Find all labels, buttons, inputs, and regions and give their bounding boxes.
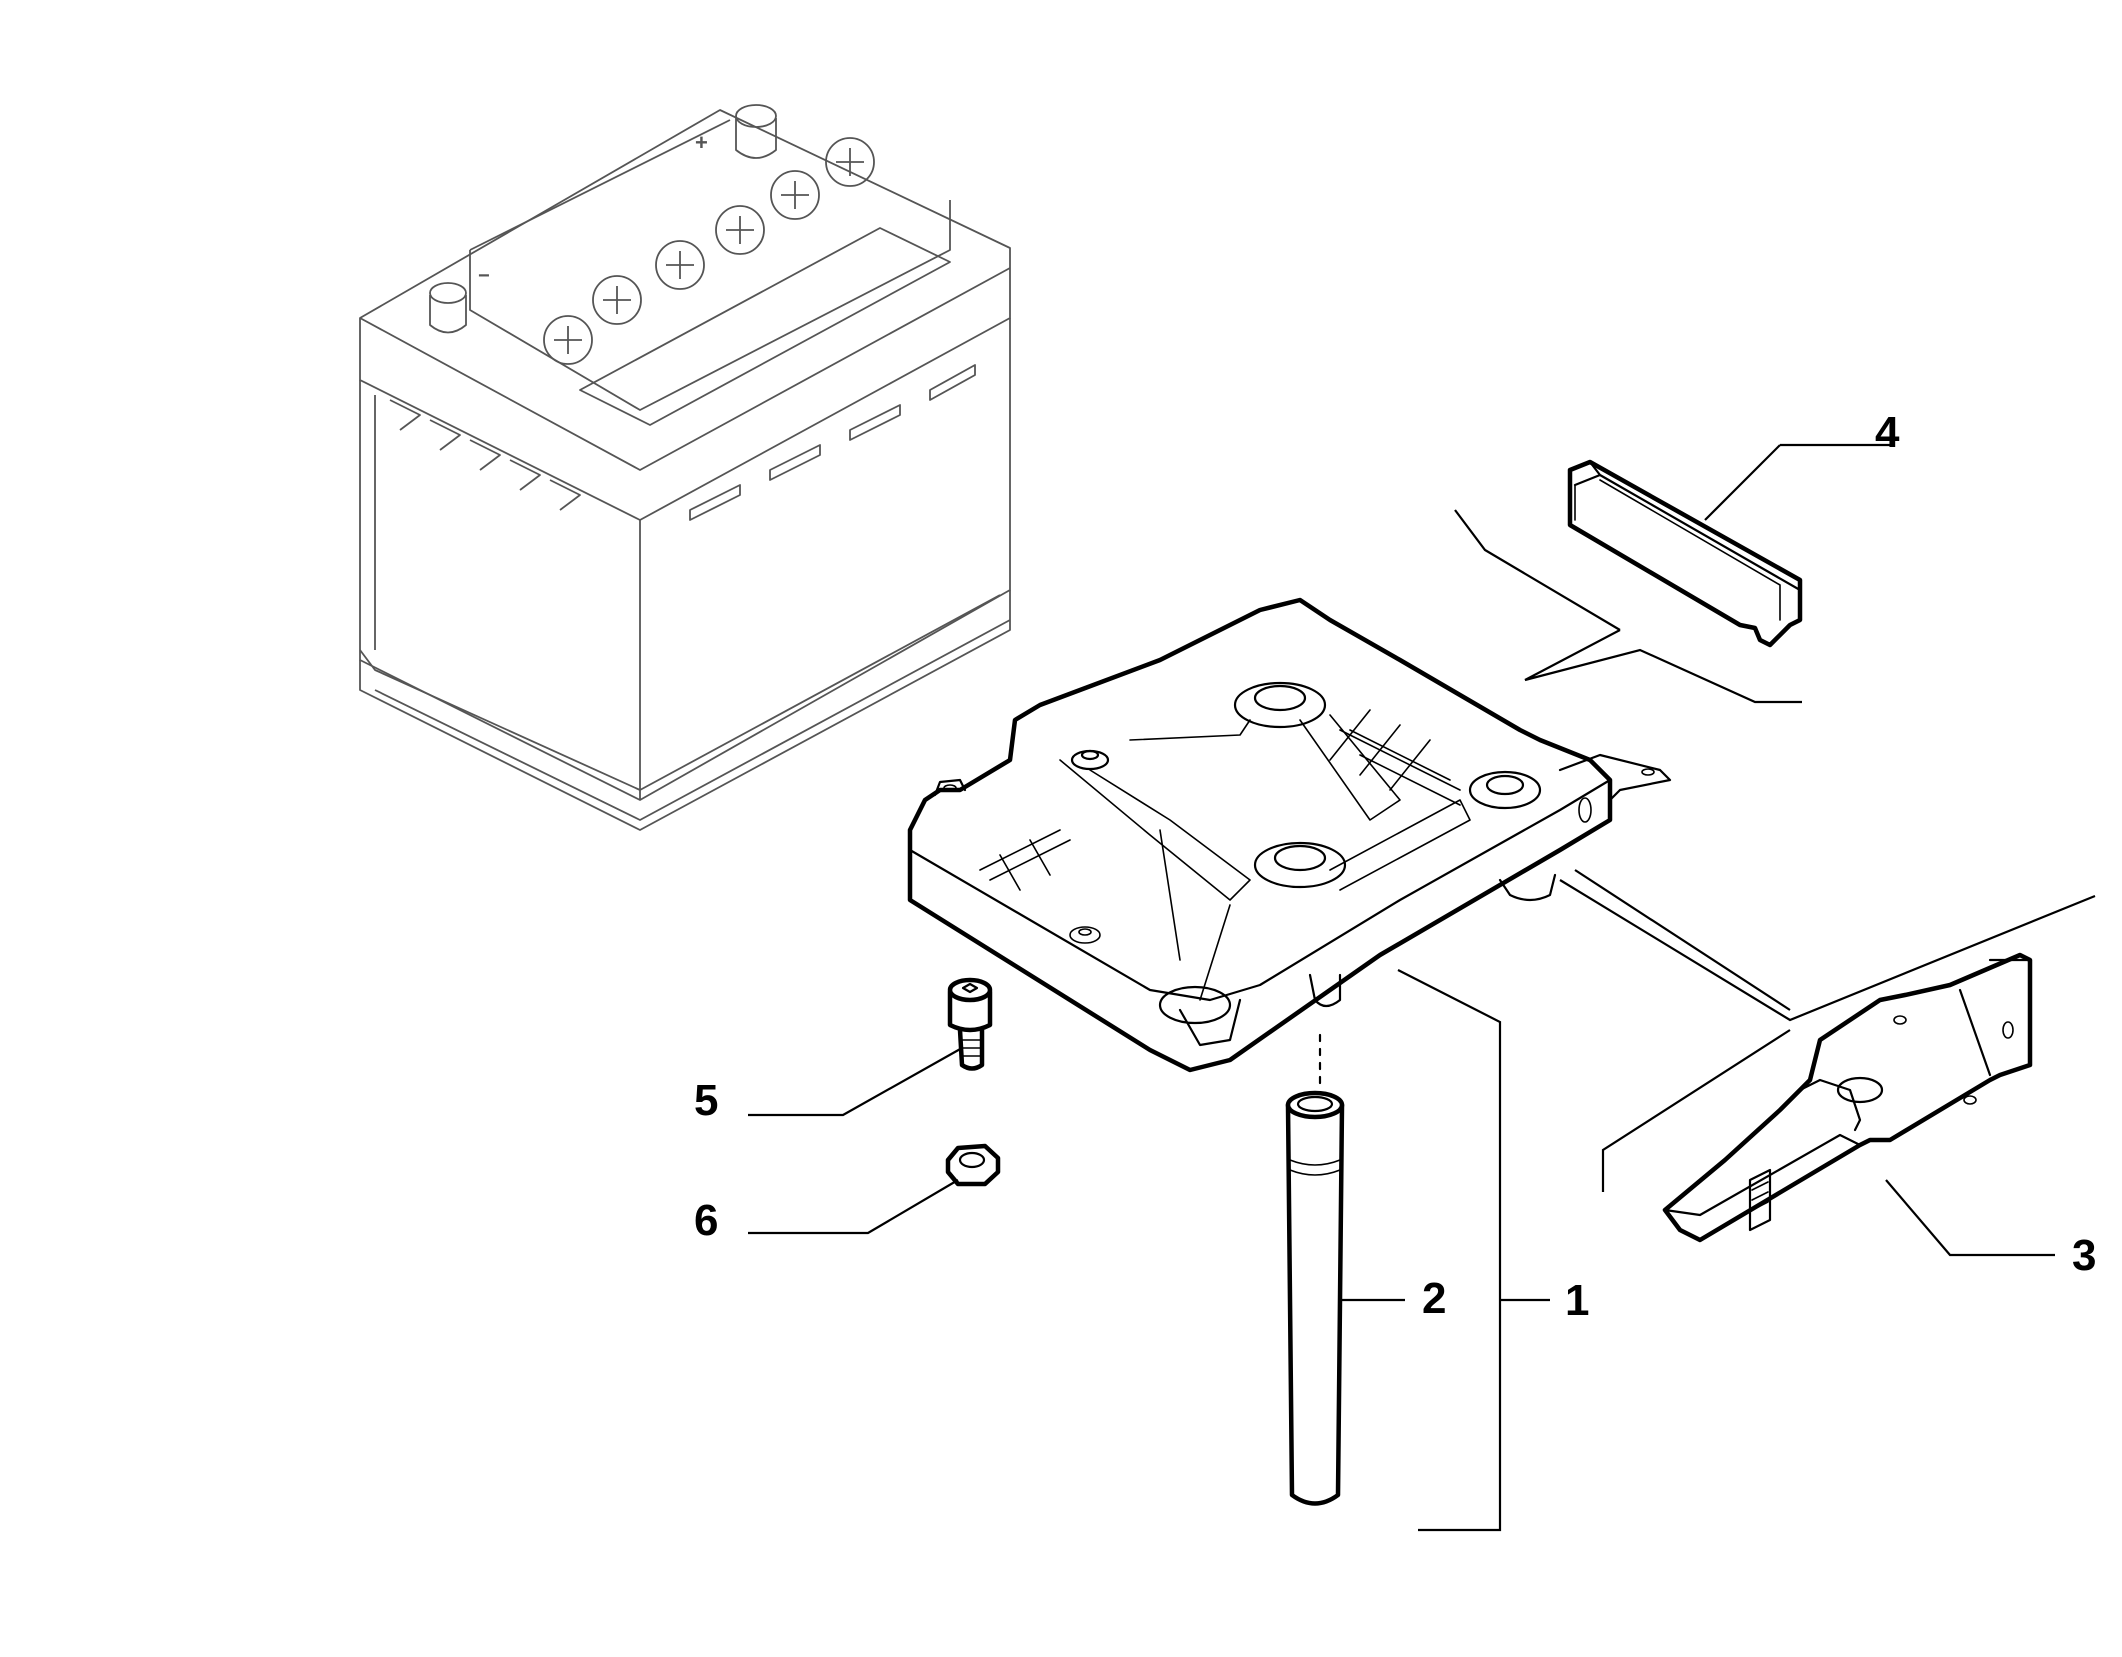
stud-part [1285,1033,1345,1506]
spacer-part [1567,459,1803,648]
bracket-part [1662,952,2033,1243]
screw-part [947,977,993,1071]
callout-4: 4 [1875,408,1900,457]
battery-minus-symbol: − [478,265,490,287]
battery-tray [907,597,1672,1073]
battery-plus-symbol: + [695,130,708,155]
battery: − + [359,104,1011,831]
callout-6: 6 [694,1196,718,1245]
callout-2: 2 [1422,1274,1446,1323]
callout-5: 5 [694,1076,718,1125]
leader-lines [748,443,2096,1532]
callout-3: 3 [2072,1231,2096,1280]
nut-part [945,1143,1001,1187]
callout-1: 1 [1565,1276,1589,1325]
